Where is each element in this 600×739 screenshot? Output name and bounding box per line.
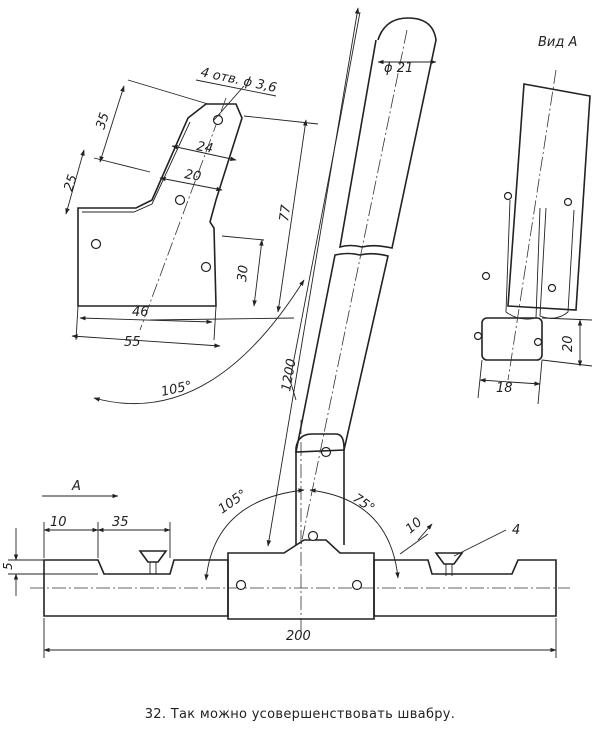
mop-handle (289, 11, 437, 546)
dim-20-view: 20 (561, 335, 576, 352)
bracket-hole-left (235, 579, 247, 591)
dim-24: 24 (195, 139, 214, 157)
dim-105-detail: 105° (160, 379, 194, 400)
dimension-lines (8, 7, 593, 658)
dim-1200: 1200 (279, 357, 300, 392)
dim-35-left: 35 (112, 515, 129, 530)
dim-20-neck: 20 (183, 167, 202, 185)
label-arrow-a: А (71, 479, 81, 494)
screw-left (138, 550, 168, 574)
label-diameter: ϕ 21 (384, 61, 413, 76)
dim-5: 5 (1, 562, 15, 570)
dim-77: 77 (277, 203, 294, 222)
label-part-4: 4 (512, 523, 520, 538)
dim-18: 18 (496, 381, 513, 396)
detail-bracket-flat (77, 97, 243, 331)
dim-30: 30 (235, 264, 252, 282)
dim-46: 46 (132, 305, 149, 320)
view-a (473, 69, 591, 381)
dim-55: 55 (124, 335, 141, 350)
mop-head-beam (30, 559, 570, 617)
screw-right (434, 552, 464, 576)
dim-105-main: 105° (216, 487, 250, 517)
dim-75: 75° (350, 491, 377, 517)
dim-10-left: 10 (50, 515, 67, 530)
bracket-hole-right (351, 579, 363, 591)
dim-200: 200 (286, 629, 311, 644)
label-holes: 4 отв. ϕ 3,6 (199, 65, 278, 96)
bracket-hole-neck (307, 530, 319, 542)
dim-25: 25 (62, 173, 81, 193)
dim-10-right: 10 (403, 515, 425, 537)
handle-hole-bottom (320, 446, 332, 458)
dim-35-top: 35 (94, 111, 113, 131)
label-view-a: Вид А (538, 35, 577, 50)
center-bracket (227, 420, 375, 640)
figure-caption: 32. Так можно усовершенствовать швабру. (144, 707, 456, 722)
